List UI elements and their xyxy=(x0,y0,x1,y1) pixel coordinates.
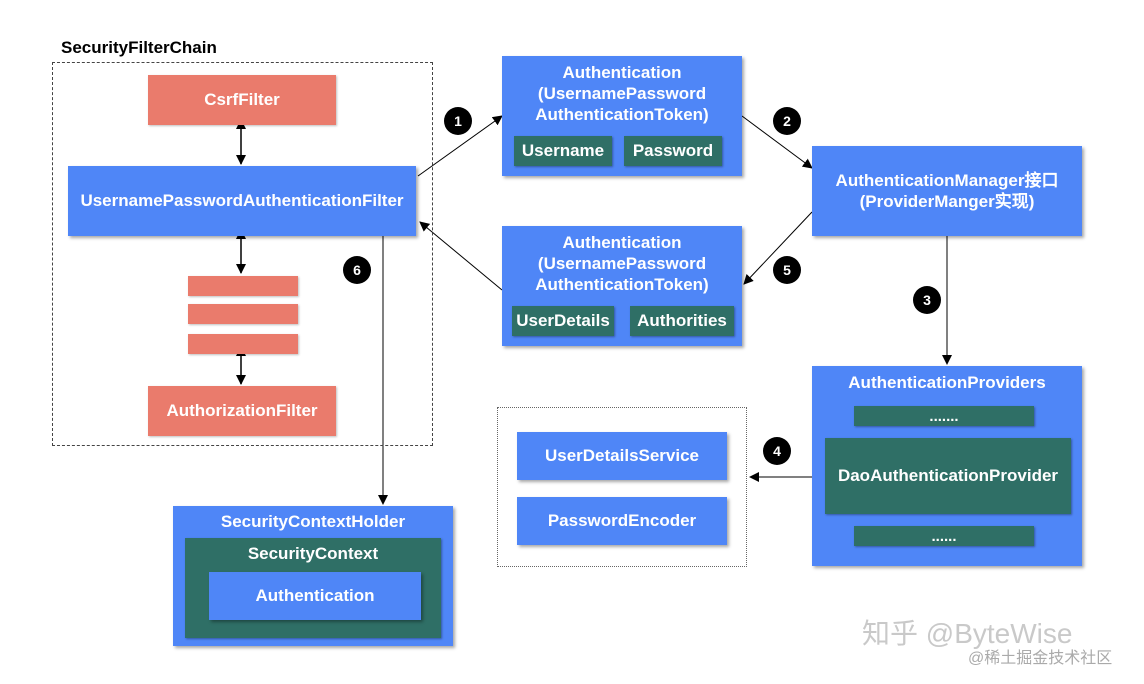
username-field: Username xyxy=(514,136,612,166)
step-badge-2: 2 xyxy=(773,107,801,135)
step-badge-6: 6 xyxy=(343,256,371,284)
context-authentication[interactable]: Authentication xyxy=(209,572,421,620)
auth-result-line2: (UsernamePassword xyxy=(537,254,707,273)
filter-bar-3 xyxy=(188,334,298,354)
security-context[interactable]: SecurityContext Authentication xyxy=(185,538,441,638)
auth-request-line2: (UsernamePassword xyxy=(537,84,707,103)
dao-authentication-provider[interactable]: DaoAuthenticationProvider xyxy=(825,438,1071,514)
authorization-filter[interactable]: AuthorizationFilter xyxy=(148,386,336,436)
watermark-zhihu: 知乎 @ByteWise xyxy=(862,618,1073,649)
step-badge-3: 3 xyxy=(913,286,941,314)
filter-bar-1 xyxy=(188,276,298,296)
user-details-service[interactable]: UserDetailsService xyxy=(517,432,727,480)
authentication-result-box[interactable]: Authentication (UsernamePassword Authent… xyxy=(502,226,742,346)
password-field: Password xyxy=(624,136,722,166)
providers-ellipsis-top: ....... xyxy=(854,406,1034,426)
security-context-title: SecurityContext xyxy=(247,544,379,563)
csrf-filter[interactable]: CsrfFilter xyxy=(148,75,336,125)
user-details-field: UserDetails xyxy=(512,306,614,336)
filter-chain-title: SecurityFilterChain xyxy=(61,38,217,57)
auth-result-line3: AuthenticationToken) xyxy=(535,275,709,294)
step-badge-5: 5 xyxy=(773,256,801,284)
authorities-field: Authorities xyxy=(630,306,734,336)
password-encoder[interactable]: PasswordEncoder xyxy=(517,497,727,545)
providers-ellipsis-bottom: ...... xyxy=(854,526,1034,546)
authentication-request-box[interactable]: Authentication (UsernamePassword Authent… xyxy=(502,56,742,176)
manager-line1: AuthenticationManager接口 xyxy=(835,171,1059,190)
authentication-providers[interactable]: AuthenticationProviders ....... DaoAuthe… xyxy=(812,366,1082,566)
auth-request-line1: Authentication xyxy=(562,63,682,82)
watermark-juejin: @稀土掘金技术社区 xyxy=(968,650,1113,667)
services-container xyxy=(497,407,747,567)
arrow-step-2 xyxy=(741,115,813,169)
providers-title: AuthenticationProviders xyxy=(848,373,1046,392)
auth-request-line3: AuthenticationToken) xyxy=(535,105,709,124)
filter-chain-container xyxy=(52,62,433,446)
authentication-manager[interactable]: AuthenticationManager接口 (ProviderManger实… xyxy=(812,146,1082,236)
security-context-holder[interactable]: SecurityContextHolder SecurityContext Au… xyxy=(173,506,453,646)
filter-bar-2 xyxy=(188,304,298,324)
step-badge-1: 1 xyxy=(444,107,472,135)
username-password-authentication-filter[interactable]: UsernamePasswordAuthenticationFilter xyxy=(68,166,416,236)
manager-line2: (ProviderManger实现) xyxy=(859,192,1035,211)
auth-result-line1: Authentication xyxy=(562,233,682,252)
context-holder-title: SecurityContextHolder xyxy=(220,512,406,531)
step-badge-4: 4 xyxy=(763,437,791,465)
arrow-step-5 xyxy=(743,211,813,285)
arrow-result-to-filter xyxy=(419,221,503,291)
